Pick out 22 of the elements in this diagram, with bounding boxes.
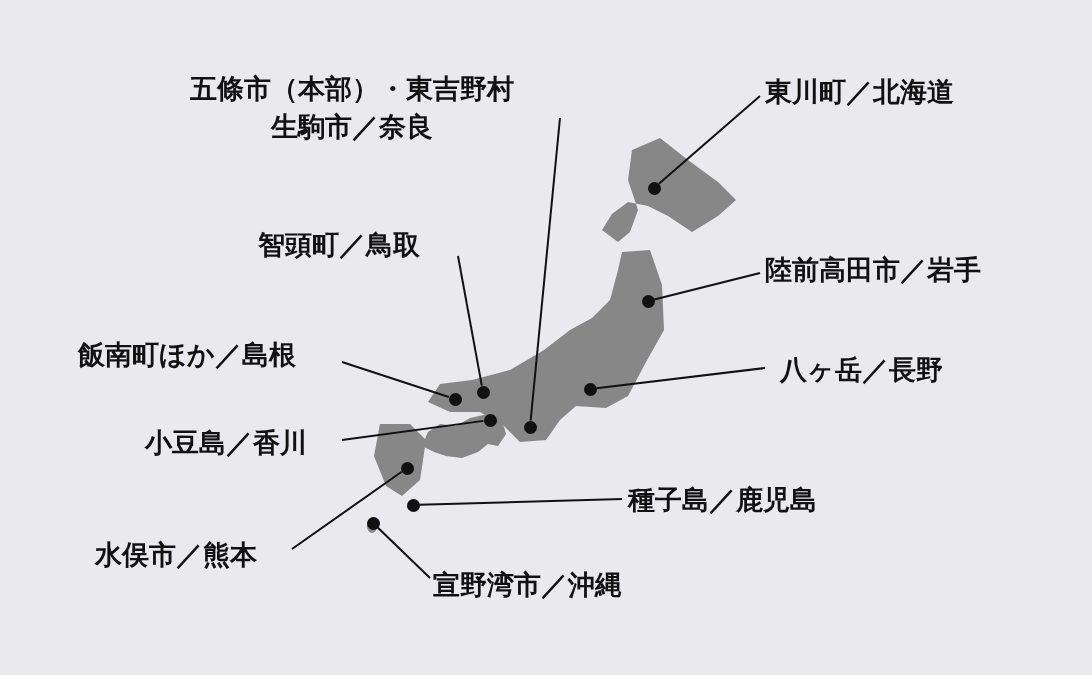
place-label: 八ヶ岳／長野 bbox=[780, 353, 943, 387]
leader-line bbox=[418, 498, 623, 506]
place-label: 東川町／北海道 bbox=[765, 75, 954, 109]
place-label: 智頭町／鳥取 bbox=[258, 228, 420, 262]
leader-line bbox=[529, 117, 561, 422]
place-label: 五條市（本部）・東吉野村 bbox=[190, 72, 514, 106]
place-label: 陸前高田市／岩手 bbox=[765, 253, 981, 287]
place-label: 小豆島／香川 bbox=[145, 426, 307, 460]
leader-line bbox=[341, 419, 485, 441]
place-label: 種子島／鹿児島 bbox=[628, 483, 817, 517]
leader-line bbox=[457, 255, 483, 387]
leader-line bbox=[376, 526, 431, 579]
place-label: 飯南町ほか／島根 bbox=[78, 338, 296, 372]
place-label: 宣野湾市／沖縄 bbox=[433, 568, 622, 602]
leader-line bbox=[657, 95, 761, 185]
leader-line bbox=[291, 470, 403, 550]
location-dot bbox=[366, 516, 380, 530]
leader-line bbox=[595, 367, 766, 390]
place-label: 水俣市／熊本 bbox=[95, 538, 257, 572]
leader-line bbox=[653, 272, 761, 301]
location-dot bbox=[406, 498, 420, 512]
place-label: 生駒市／奈良 bbox=[269, 110, 434, 144]
